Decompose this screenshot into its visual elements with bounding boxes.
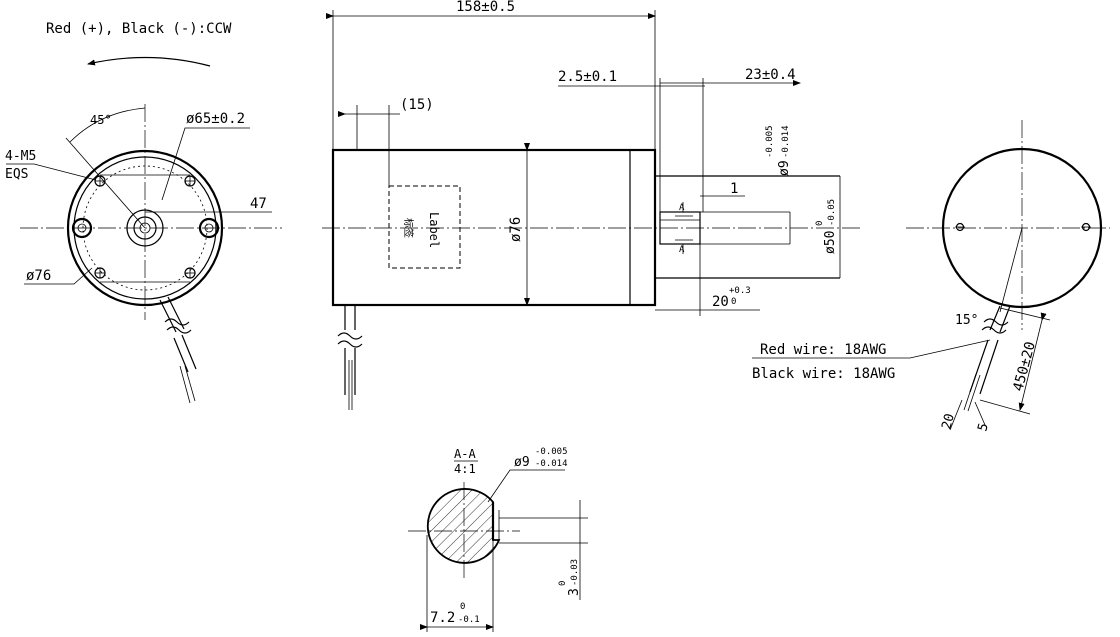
flat-length-tol-lower: 0 [731,297,736,307]
overall-length-label: 158±0.5 [456,0,515,15]
lead-length-label: 450±20 [1010,340,1039,393]
shaft [659,211,701,245]
shaft-dia-tol-upper: -0.005 [765,125,775,158]
motor-body [331,148,657,307]
flat-depth-main: 3 [567,588,582,596]
pilot-dia-tol-upper: 0 [815,221,825,226]
dim-47-label: 47 [250,196,267,212]
flange-outer [66,149,224,307]
flat-mark-label: 1 [730,181,738,197]
wire-red-label: Red wire: 18AWG [760,342,886,358]
flat-depth-tol-upper: 0 [558,581,568,586]
terminal-screw [71,217,93,239]
wire-black-label: Black wire: 18AWG [752,366,895,382]
flat-length-main: 20 [712,294,729,310]
mounting-hole [94,175,106,187]
section-mark-top: A [679,203,685,213]
rear-cover [941,147,1103,309]
ccw-arrow [87,56,211,67]
label-text-cn: 标签 [402,218,415,238]
pilot-dia-tol-lower: -0.05 [827,199,837,226]
angle-45-label: 45° [90,113,112,127]
shaft-section [426,488,501,564]
dim-20-label: 20 [939,412,958,431]
mounting-hole [94,267,106,279]
flat-length-tol-upper: +0.3 [729,286,751,296]
side-cable [337,305,363,410]
section-dia-main: ø9 [514,455,530,470]
label-text: Label [427,212,441,248]
shaft-length-label: 23±0.4 [745,67,796,83]
mounting-hole [184,175,196,187]
shoulder-label: 2.5±0.1 [558,69,617,85]
pcd-label: ø65±0.2 [186,111,245,127]
front-view: Red (+), Black (-):CCW [5,21,282,404]
section-dia-tol-upper: -0.005 [535,447,568,457]
dim-15-label: (15) [400,97,434,113]
dia-76-label: ø76 [26,268,51,284]
flat-width-tol-upper: 0 [460,602,465,612]
flat-width-tol-lower: -0.1 [458,615,480,625]
label-box [388,185,461,269]
rear-hole [1081,222,1091,232]
cable [159,296,197,404]
mounting-hole [184,267,196,279]
holes-label-2: EQS [5,167,28,182]
section-view: A-A 4:1 ø9 -0.005 -0.014 3 0 -0.03 7.2 0… [408,447,588,632]
pcd-circle [82,165,208,291]
pilot-dia-main: ø50 [823,231,838,254]
shaft-dia-tol-lower: -0.014 [781,125,791,158]
angle-15-label: 15° [955,313,978,328]
side-view: 158±0.5 Label 标签 ø76 (15) A A [322,0,860,410]
pilot [126,209,164,247]
section-title: A-A [454,447,476,461]
section-scale: 4:1 [454,462,476,476]
holes-label-1: 4-M5 [5,149,36,164]
terminal-screw [198,217,220,239]
section-mark-bottom: A [679,245,685,255]
body-dia-label: ø76 [508,217,524,242]
flat-width-main: 7.2 [430,610,455,626]
dim-5-label: 5 [975,422,992,433]
flat-depth-tol-lower: -0.03 [570,559,580,586]
section-dia-tol-lower: -0.014 [535,459,568,469]
rear-hole [955,222,965,232]
rotation-note: Red (+), Black (-):CCW [46,21,232,37]
shaft-end [133,216,157,240]
rear-view: 15° Red wire: 18AWG Black wire: 18AWG 45… [752,120,1110,433]
shaft-dia-main: ø9 [777,160,792,176]
